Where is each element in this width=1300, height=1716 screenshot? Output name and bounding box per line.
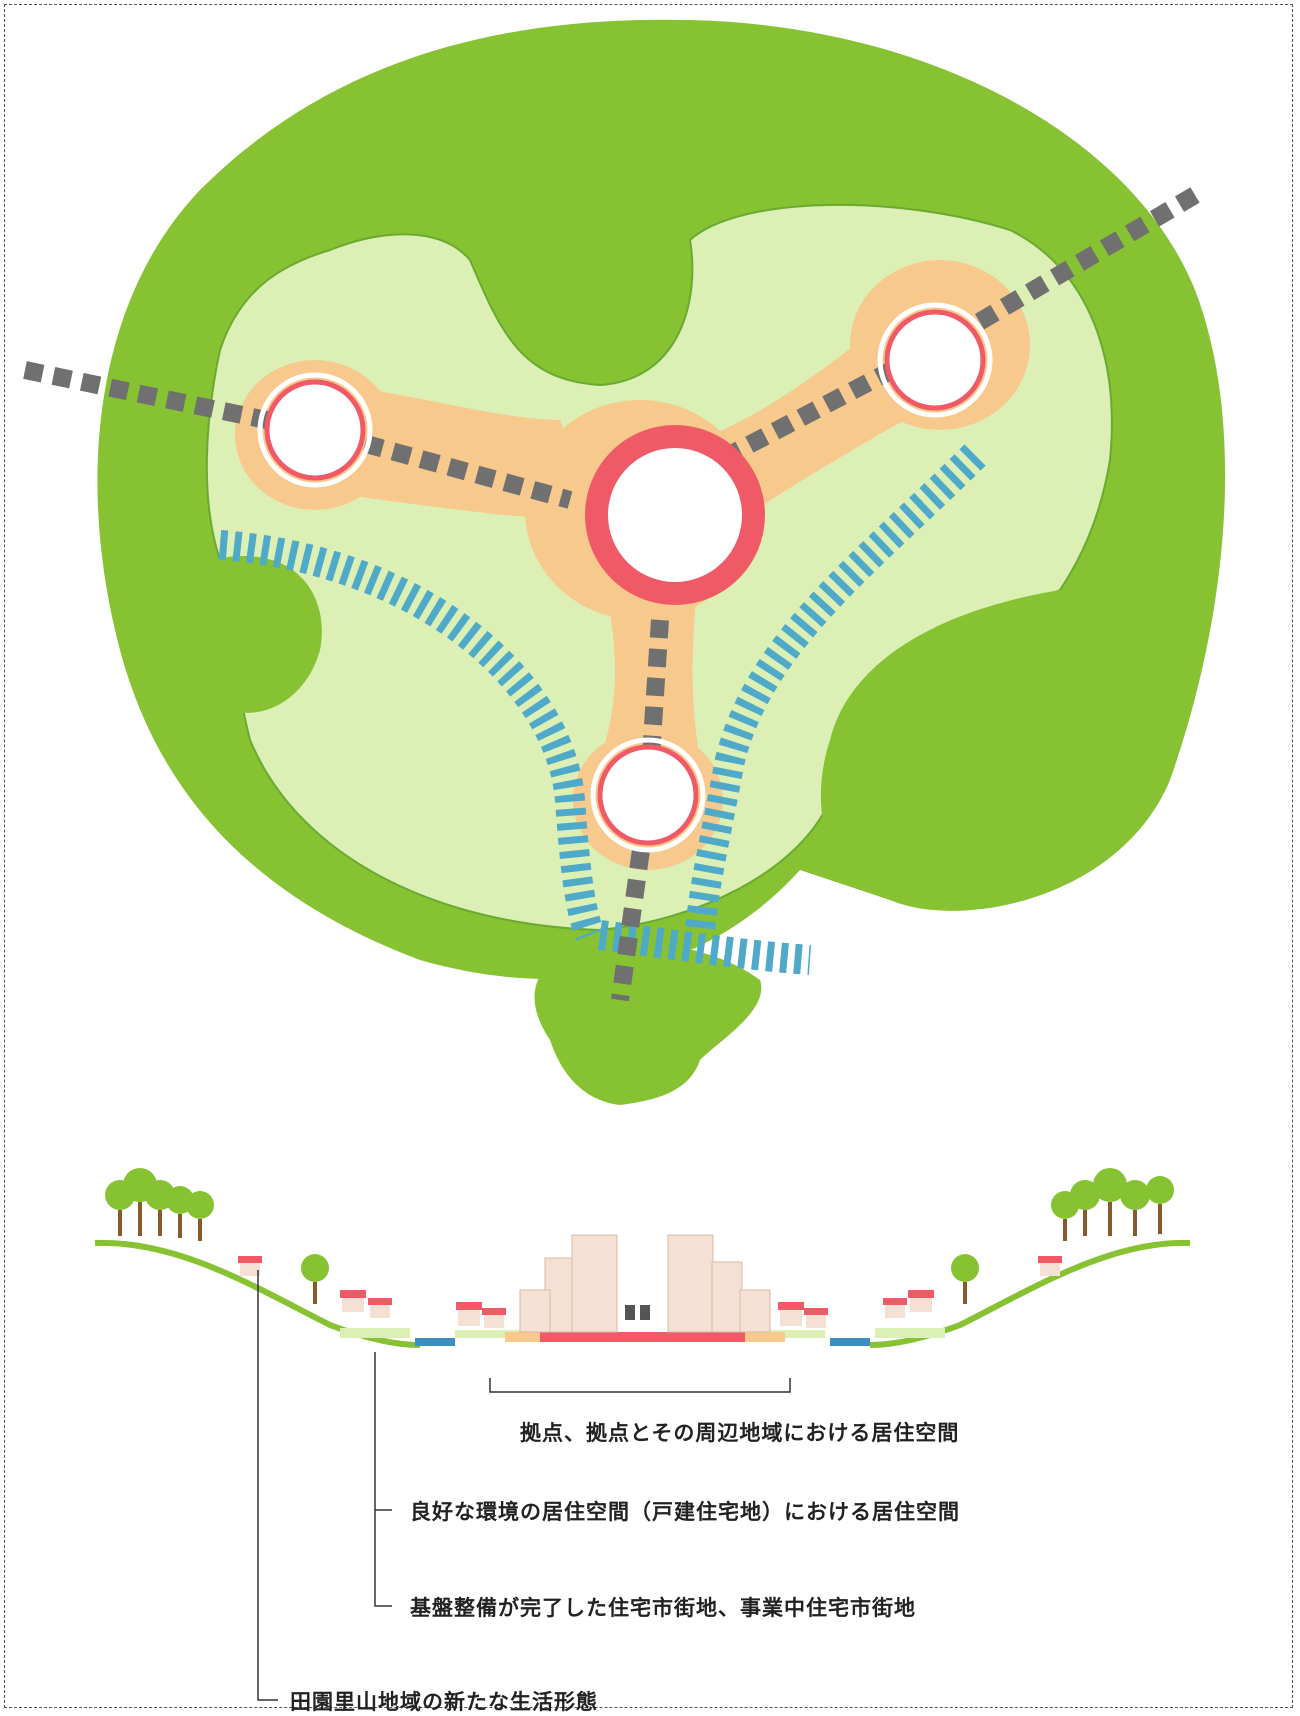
core-rings xyxy=(257,302,993,853)
leader-lines xyxy=(257,1270,791,1701)
river-left xyxy=(415,1338,455,1346)
house-icon xyxy=(238,1256,1062,1328)
river-right xyxy=(830,1338,870,1346)
forest-lobe-right xyxy=(820,590,1132,908)
cross-section xyxy=(94,1168,1191,1701)
sub-core-west xyxy=(264,379,366,481)
legend-core-area: 拠点、拠点とその周辺地域における居住空間 xyxy=(520,1421,960,1445)
core-base xyxy=(540,1332,745,1342)
legend-infrastructure: 基盤整備が完了した住宅市街地、事業中住宅市街地 xyxy=(410,1596,916,1620)
legend-rural: 田園里山地域の新たな生活形態 xyxy=(290,1690,598,1714)
ground-left xyxy=(94,1239,421,1348)
diagram-frame xyxy=(4,4,1293,1708)
tree-icon xyxy=(105,1168,1174,1282)
sub-core-northeast xyxy=(884,309,986,411)
forest-lobe-left xyxy=(210,556,322,713)
sub-core-south xyxy=(597,744,699,846)
ground-right xyxy=(869,1239,1191,1348)
legend-good-environment: 良好な環境の居住空間（戸建住宅地）における居住空間 xyxy=(410,1500,960,1524)
building-icon xyxy=(519,1234,771,1333)
forest-lobe-bottom xyxy=(534,941,762,1105)
plan-view xyxy=(23,19,1226,1105)
